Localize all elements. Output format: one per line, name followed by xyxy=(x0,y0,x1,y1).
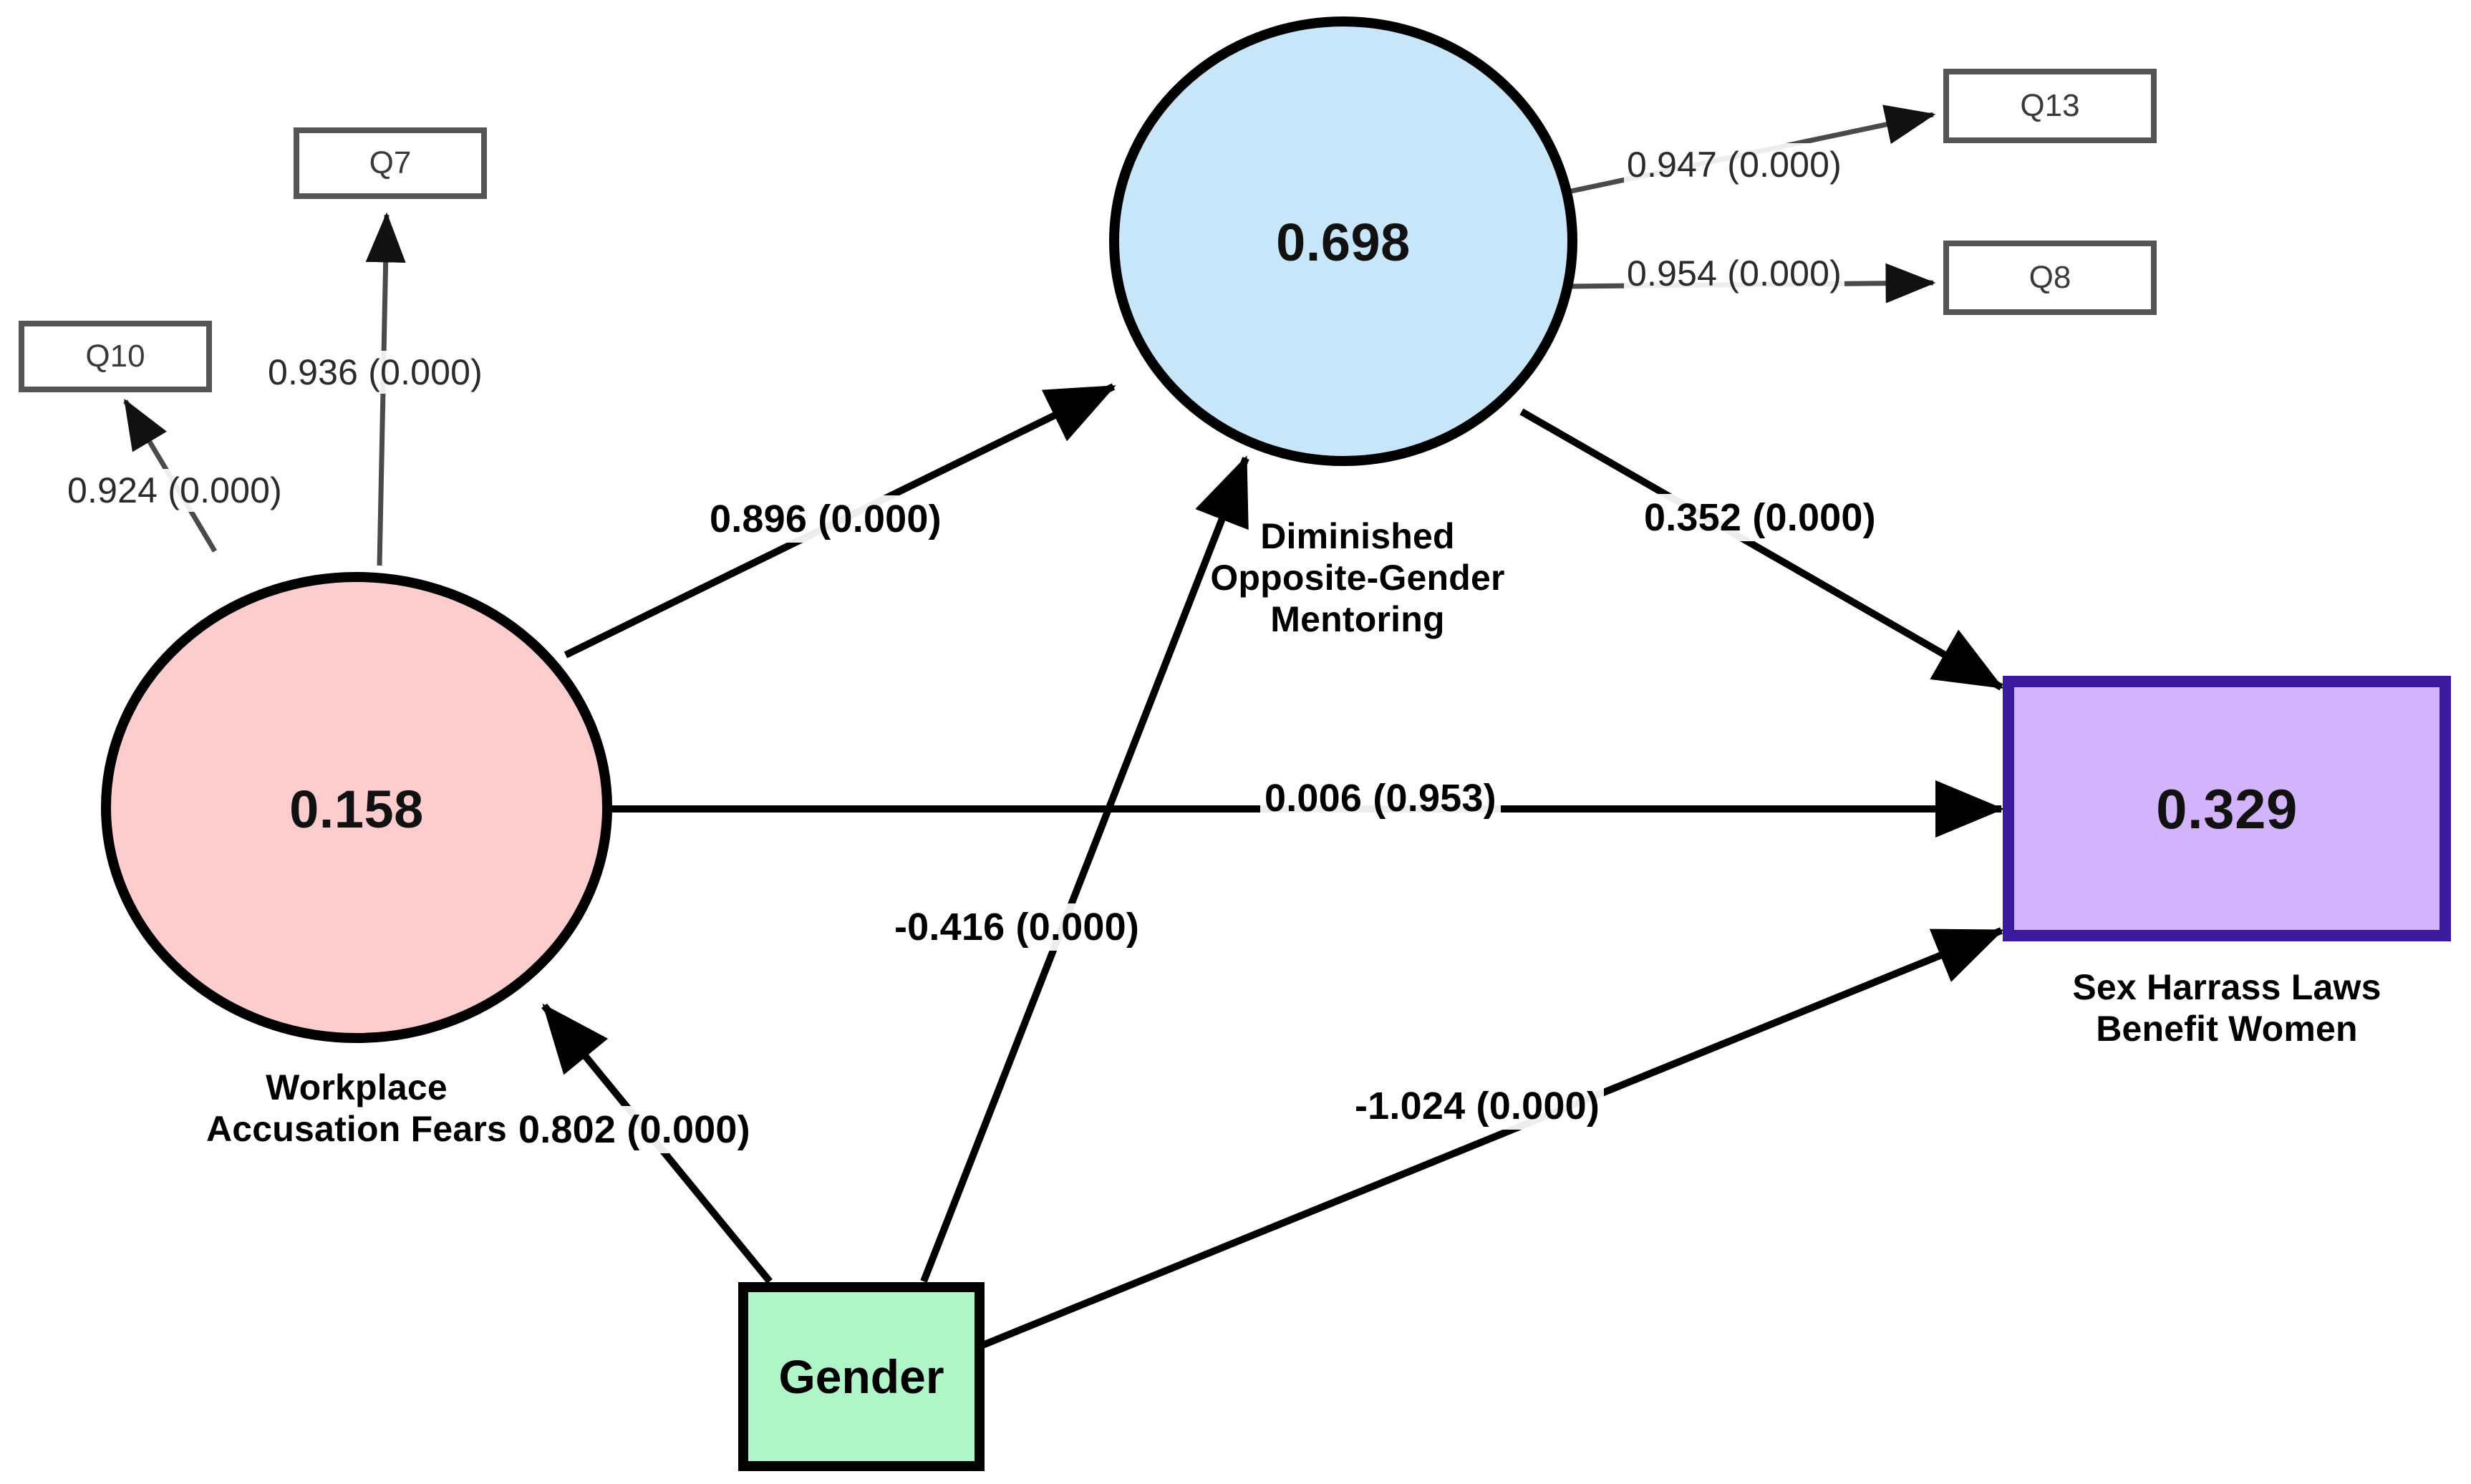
path-label-gender-to-fears: 0.802 (0.000) xyxy=(514,1106,755,1153)
loading-label-q8: 0.954 (0.000) xyxy=(1624,252,1845,295)
path-label-fears-to-mentoring: 0.896 (0.000) xyxy=(705,495,946,543)
caption-line-2: Opposite-Gender xyxy=(1210,558,1505,598)
indicator-box-q8[interactable] xyxy=(1943,241,2157,315)
loading-label-q7: 0.936 (0.000) xyxy=(265,351,486,394)
construct-caption-outcome: Sex Harrass Laws Benefit Women xyxy=(1976,966,2471,1049)
node-label-gender: Gender xyxy=(778,1350,944,1403)
construct-caption-mentoring: Diminished Opposite-Gender Mentoring xyxy=(1100,515,1615,640)
caption-line-1: Sex Harrass Laws xyxy=(2072,967,2381,1007)
caption-line-2: Accusation Fears xyxy=(205,1109,508,1149)
caption-line-1: Workplace xyxy=(266,1067,448,1107)
caption-line-3: Mentoring xyxy=(1270,599,1445,639)
caption-line-1: Diminished xyxy=(1260,516,1455,556)
loading-label-q10: 0.924 (0.000) xyxy=(64,469,286,512)
path-label-gender-to-outcome: -1.024 (0.000) xyxy=(1350,1082,1605,1130)
path-label-gender-to-mentoring: -0.416 (0.000) xyxy=(890,903,1144,951)
node-sex-harrass-laws-benefit-women[interactable] xyxy=(2003,676,2451,941)
construct-caption-workplace-fears: Workplace Accusation Fears xyxy=(92,1067,622,1150)
indicator-label-q10: Q10 xyxy=(85,339,145,374)
caption-line-2: Benefit Women xyxy=(2096,1009,2358,1049)
loading-label-q13: 0.947 (0.000) xyxy=(1624,143,1845,186)
path-label-mentoring-to-outcome: 0.352 (0.000) xyxy=(1640,494,1880,541)
indicator-box-q13[interactable] xyxy=(1943,69,2157,143)
indicator-label-q7: Q7 xyxy=(369,145,412,180)
indicator-label-q8: Q8 xyxy=(2028,260,2071,295)
path-label-fears-to-outcome: 0.006 (0.953) xyxy=(1260,775,1501,822)
indicator-box-q10[interactable] xyxy=(19,321,212,392)
path-arrow-mentoring-to-outcome xyxy=(1519,408,2004,691)
indicator-label-q13: Q13 xyxy=(2020,88,2080,123)
node-diminished-opposite-gender-mentoring[interactable] xyxy=(1109,16,1577,466)
path-arrow-gender-to-outcome xyxy=(980,927,2004,1349)
node-workplace-accusation-fears[interactable] xyxy=(101,572,612,1043)
node-gender[interactable] xyxy=(738,1282,985,1471)
path-arrow-gender-to-mentoring xyxy=(920,455,1249,1283)
indicator-box-q7[interactable] xyxy=(294,127,487,199)
